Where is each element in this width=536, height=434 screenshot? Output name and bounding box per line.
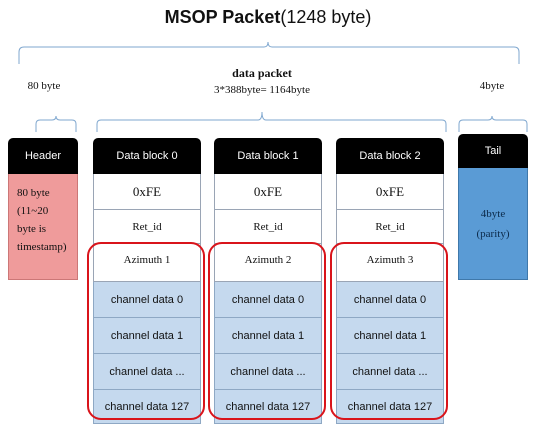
block-marker-cell: 0xFE xyxy=(93,174,201,210)
ret-id-cell: Ret_id xyxy=(336,210,444,244)
tail-brace xyxy=(458,115,528,132)
tail-parity-text: (parity) xyxy=(476,227,510,240)
diagram-title: MSOP Packet(1248 byte) xyxy=(0,7,536,28)
azimuth-cell: Azimuth 3 xyxy=(336,244,444,282)
header-brace xyxy=(35,115,77,132)
ret-id-cell: Ret_id xyxy=(214,210,322,244)
channel-cell: channel data 1 xyxy=(93,318,201,354)
channel-cell: channel data ... xyxy=(336,354,444,390)
tail-size-label: 4byte xyxy=(479,80,505,92)
data-formula-label: 3*388byte= 1164byte xyxy=(214,84,310,96)
header-size-label: 80 byte xyxy=(27,80,61,92)
channel-cell: channel data 1 xyxy=(214,318,322,354)
title-suffix: (1248 byte) xyxy=(280,7,372,27)
tail-title: Tail xyxy=(458,134,528,168)
data-block-title: Data block 2 xyxy=(336,138,444,174)
data-packet-label: data packet xyxy=(232,66,292,80)
tail-size-text: 4byte xyxy=(480,207,506,220)
channel-cell: channel data 0 xyxy=(336,282,444,318)
brace-lines xyxy=(18,41,528,132)
block-marker-cell: 0xFE xyxy=(336,174,444,210)
block-marker-cell: 0xFE xyxy=(214,174,322,210)
data-packet-brace xyxy=(96,111,447,132)
ret-id-cell: Ret_id xyxy=(93,210,201,244)
channel-cell: channel data ... xyxy=(93,354,201,390)
channel-cell: channel data 1 xyxy=(336,318,444,354)
channel-cell: channel data 0 xyxy=(93,282,201,318)
header-body: 80 byte (11~20 byte is timestamp) xyxy=(8,174,78,280)
data-block-title: Data block 0 xyxy=(93,138,201,174)
channel-cell: channel data 0 xyxy=(214,282,322,318)
channel-cell: channel data 127 xyxy=(93,390,201,424)
data-block-title: Data block 1 xyxy=(214,138,322,174)
header-title: Header xyxy=(8,138,78,174)
azimuth-cell: Azimuth 1 xyxy=(93,244,201,282)
channel-cell: channel data 127 xyxy=(336,390,444,424)
channel-cell: channel data ... xyxy=(214,354,322,390)
azimuth-cell: Azimuth 2 xyxy=(214,244,322,282)
channel-cell: channel data 127 xyxy=(214,390,322,424)
title-main: MSOP Packet xyxy=(164,7,281,27)
top-brace xyxy=(18,41,520,64)
tail-body: 4byte (parity) xyxy=(458,168,528,280)
